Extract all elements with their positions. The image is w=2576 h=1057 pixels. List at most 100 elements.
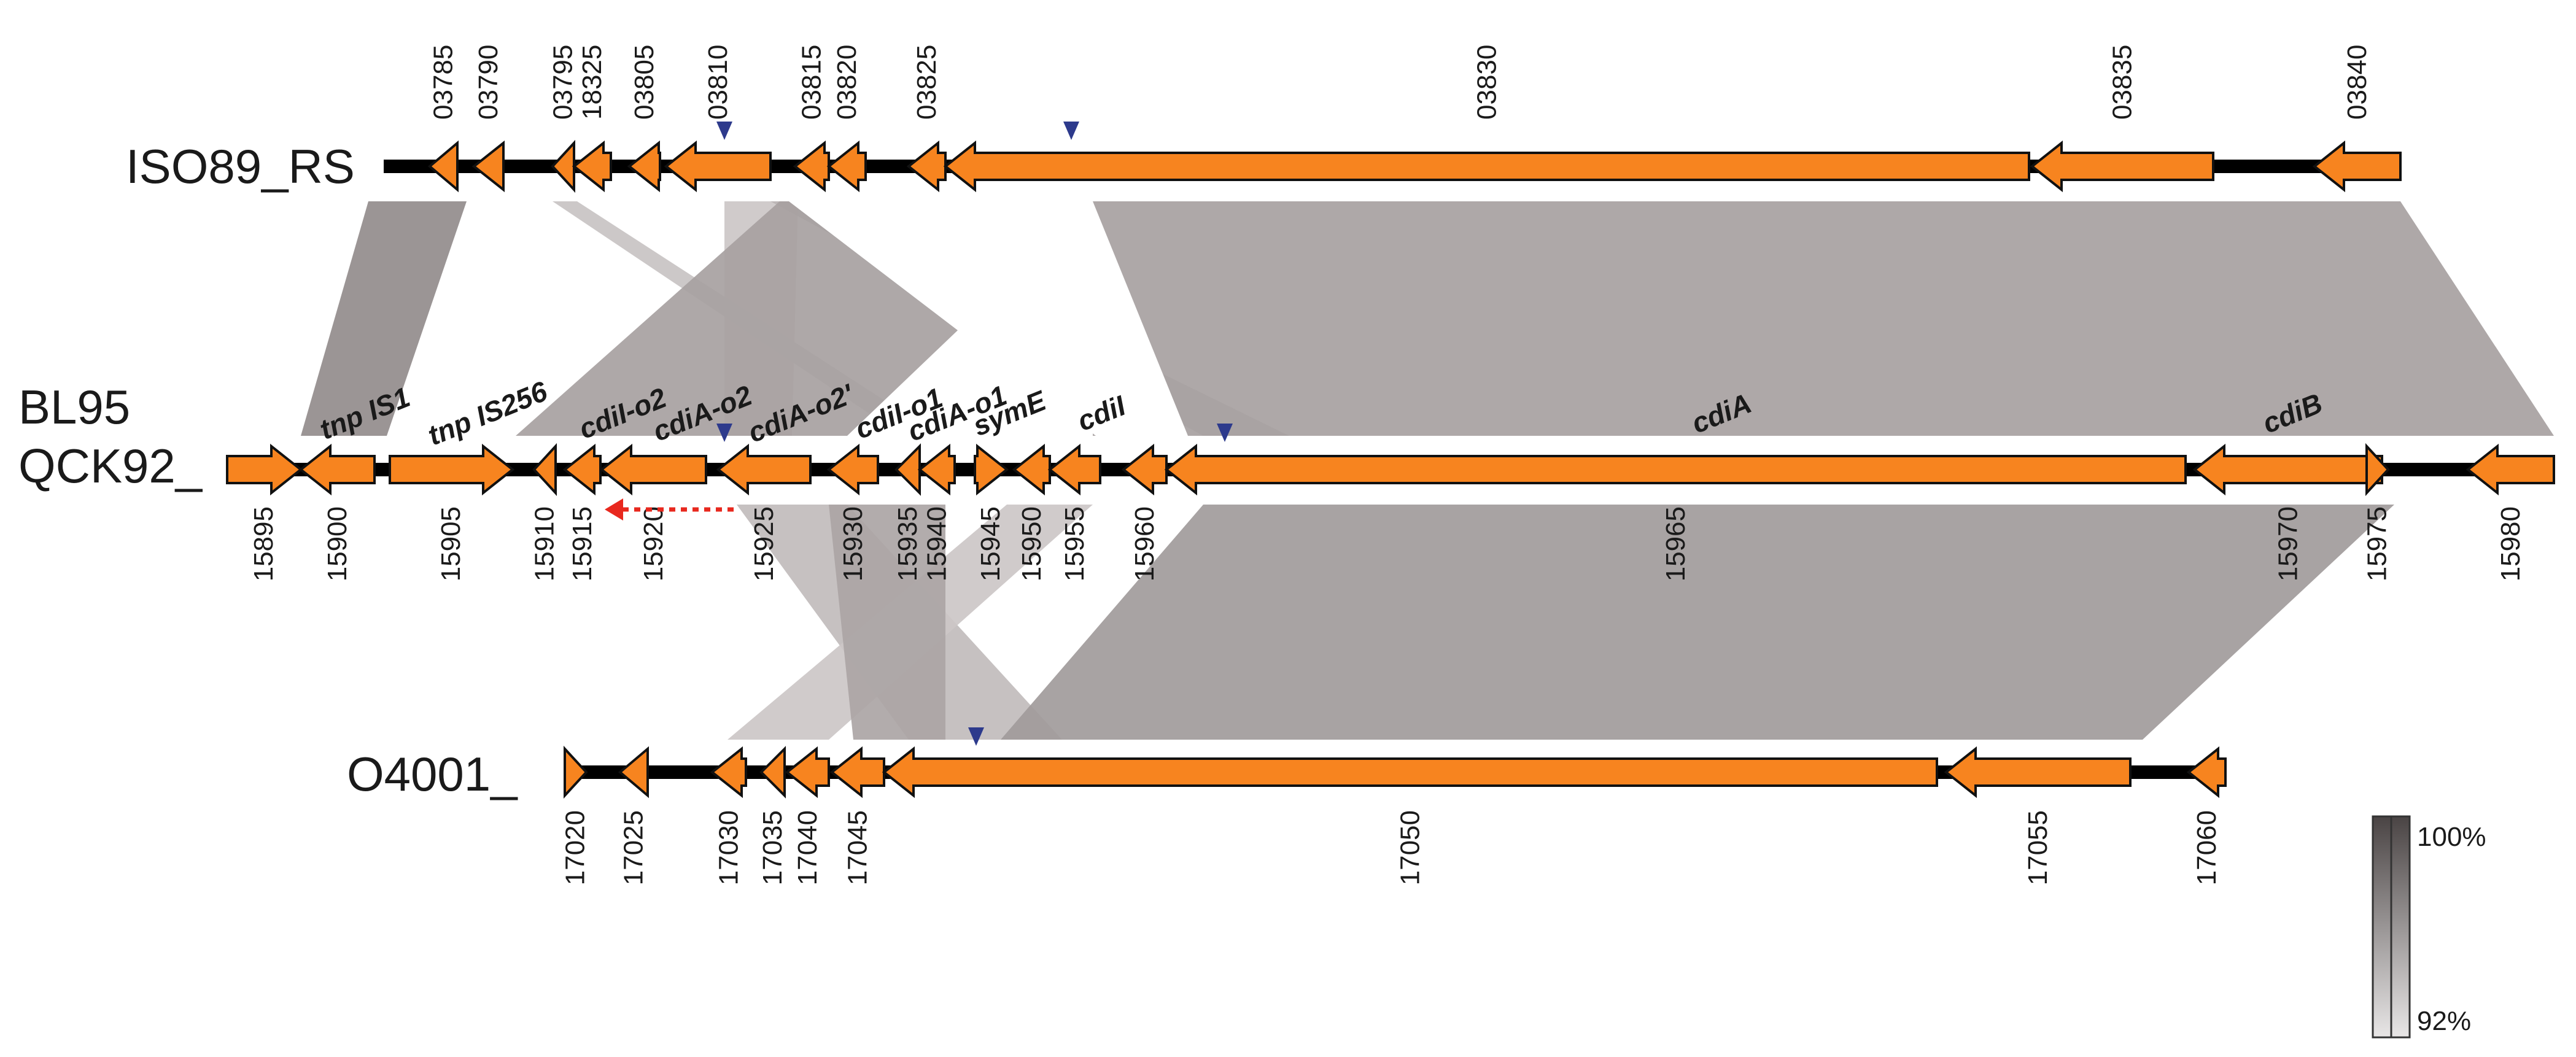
locus-tag-mid-15975: 15975 bbox=[2362, 506, 2392, 581]
locus-tag-top-03825: 03825 bbox=[912, 45, 942, 120]
upper-homology-band-6 bbox=[847, 201, 1093, 436]
gene-arrow-top-03830 bbox=[943, 140, 2030, 193]
locus-tag-top-03805: 03805 bbox=[629, 45, 659, 120]
gene-arrow-mid-15910 bbox=[532, 443, 557, 497]
gene-arrow-mid-15935 bbox=[894, 443, 921, 496]
gene-arrow-top-03790 bbox=[471, 140, 505, 193]
locus-tag-mid-15940: 15940 bbox=[922, 506, 952, 581]
locus-tag-top-18325: 18325 bbox=[577, 45, 607, 120]
track-label-top: ISO89_RS bbox=[126, 139, 355, 193]
locus-tag-bot-17030: 17030 bbox=[714, 810, 744, 885]
gene-arrow-mid-15925 bbox=[716, 443, 812, 496]
legend-max-label: 100% bbox=[2417, 822, 2486, 852]
locus-tag-mid-15915: 15915 bbox=[567, 506, 597, 581]
gene-arrow-top-03815 bbox=[793, 140, 830, 193]
locus-tag-top-03835: 03835 bbox=[2108, 45, 2138, 120]
gene-arrow-mid-15965 bbox=[1164, 443, 2187, 496]
gene-arrow-top-03840 bbox=[2312, 140, 2402, 193]
gene-arrow-top-03810 bbox=[664, 140, 772, 193]
locus-tag-mid-15935: 15935 bbox=[893, 506, 923, 581]
locus-tag-bot-17025: 17025 bbox=[619, 810, 649, 885]
insertion-marker-bot-0 bbox=[968, 727, 984, 746]
locus-tag-top-03810: 03810 bbox=[703, 45, 733, 120]
gene-arrow-top-03825 bbox=[906, 140, 947, 193]
gene-arrow-mid-15980 bbox=[2465, 443, 2555, 496]
dotted-arrow-head bbox=[605, 498, 623, 521]
gene-arrow-bot-17030 bbox=[710, 746, 747, 799]
gene-arrow-bot-17020 bbox=[564, 745, 588, 799]
insertion-marker-mid-0 bbox=[716, 424, 732, 442]
legend-min-label: 92% bbox=[2417, 1006, 2471, 1036]
locus-tag-bot-17020: 17020 bbox=[561, 810, 591, 885]
track-label-bot: O4001_ bbox=[347, 747, 518, 801]
gene-arrow-mid-15905 bbox=[389, 443, 515, 496]
gene-arrow-top-03835 bbox=[2030, 140, 2214, 193]
gene-arrow-mid-15940 bbox=[917, 443, 956, 496]
locus-tag-top-03840: 03840 bbox=[2342, 45, 2372, 120]
gene-arrow-mid-15945 bbox=[974, 443, 1009, 496]
locus-tag-bot-17045: 17045 bbox=[843, 810, 873, 885]
lower-homology-band-2 bbox=[829, 505, 945, 740]
gene-arrow-mid-15975 bbox=[2365, 443, 2390, 497]
track-labels: ISO89_RS BL95 QCK92_ O4001_ bbox=[18, 139, 518, 801]
gene-arrow-mid-15950 bbox=[1012, 443, 1051, 496]
gene-arrow-top-03805 bbox=[627, 140, 661, 193]
gene-arrow-mid-15970 bbox=[2192, 443, 2383, 496]
locus-tag-mid-15900: 15900 bbox=[322, 506, 352, 581]
locus-tag-mid-15960: 15960 bbox=[1130, 506, 1160, 581]
gene-arrow-mid-15960 bbox=[1121, 443, 1168, 496]
locus-tag-top-03815: 03815 bbox=[797, 45, 827, 120]
locus-tag-bot-17035: 17035 bbox=[758, 810, 788, 885]
gene-arrow-top-18325 bbox=[572, 140, 612, 193]
gene-arrow-bot-17025 bbox=[618, 746, 649, 799]
locus-tag-mid-15980: 15980 bbox=[2496, 506, 2526, 581]
gene-arrow-mid-15955 bbox=[1047, 443, 1101, 496]
gene-arrow-bot-17050 bbox=[882, 746, 1938, 799]
gene-arrow-mid-15930 bbox=[826, 443, 879, 496]
locus-tag-top-03820: 03820 bbox=[832, 45, 862, 120]
gene-arrow-bot-17055 bbox=[1944, 746, 2132, 799]
locus-tag-top-03830: 03830 bbox=[1472, 45, 1502, 120]
insertion-markers bbox=[716, 122, 1233, 746]
track-label-mid: BL95 QCK92_ bbox=[18, 380, 203, 493]
locus-tag-mid-15910: 15910 bbox=[530, 506, 560, 581]
locus-tag-mid-15970: 15970 bbox=[2273, 506, 2303, 581]
gene-arrow-top-03785 bbox=[427, 140, 459, 193]
locus-tag-bot-17040: 17040 bbox=[793, 810, 823, 885]
insertion-marker-top-0 bbox=[716, 122, 732, 140]
locus-tag-mid-15895: 15895 bbox=[249, 506, 279, 581]
gene-arrow-mid-15920 bbox=[599, 443, 707, 496]
locus-tag-mid-15920: 15920 bbox=[638, 506, 669, 581]
gene-arrow-bot-17035 bbox=[759, 746, 786, 799]
insertion-marker-mid-1 bbox=[1217, 424, 1233, 442]
gene-arrow-mid-15900 bbox=[298, 443, 376, 496]
locus-tag-mid-15955: 15955 bbox=[1060, 506, 1090, 581]
locus-tag-top-03790: 03790 bbox=[473, 45, 503, 120]
locus-tag-bot-17055: 17055 bbox=[2023, 810, 2053, 885]
gene-name-1: tnp IS256 bbox=[423, 375, 551, 452]
locus-tag-mid-15905: 15905 bbox=[436, 506, 466, 581]
locus-tag-bot-17050: 17050 bbox=[1395, 810, 1426, 885]
locus-tag-mid-15925: 15925 bbox=[749, 506, 779, 581]
gene-arrows bbox=[226, 139, 2555, 799]
gene-arrow-bot-17040 bbox=[785, 746, 830, 799]
homology-bands bbox=[301, 201, 2554, 740]
gene-arrow-bot-17060 bbox=[2186, 746, 2227, 799]
locus-tag-top-03785: 03785 bbox=[429, 45, 459, 120]
gene-arrow-mid-15895 bbox=[226, 443, 303, 496]
upper-homology-band-0 bbox=[301, 201, 467, 436]
lower-homology-band-3 bbox=[1001, 505, 2394, 740]
insertion-marker-top-1 bbox=[1063, 122, 1079, 140]
locus-tag-mid-15950: 15950 bbox=[1017, 506, 1047, 581]
locus-tag-mid-15965: 15965 bbox=[1661, 506, 1691, 581]
locus-tag-mid-15930: 15930 bbox=[838, 506, 868, 581]
dotted-arrow bbox=[605, 498, 734, 521]
locus-tag-mid-15945: 15945 bbox=[976, 506, 1006, 581]
identity-legend: 100% 92% bbox=[2372, 815, 2486, 1039]
gene-arrow-mid-15915 bbox=[562, 443, 602, 496]
locus-tag-bot-17060: 17060 bbox=[2192, 810, 2222, 885]
gene-arrow-top-03820 bbox=[826, 140, 867, 193]
gene-arrow-bot-17045 bbox=[829, 746, 885, 799]
